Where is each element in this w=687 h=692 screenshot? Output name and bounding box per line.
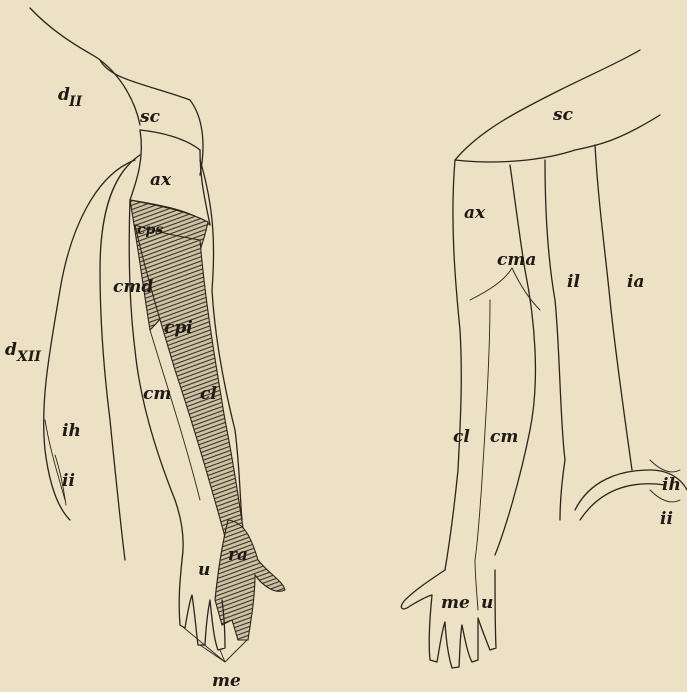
right-hand-outline [401, 570, 496, 668]
right-arm-front-outline [445, 160, 461, 570]
left-label-cpi: cpi [164, 318, 193, 338]
right-label-cl: cl [453, 427, 470, 447]
left-label-ra: ra [228, 545, 248, 565]
right-label-ia: ia [627, 272, 644, 292]
right-label-cm: cm [490, 427, 518, 447]
right-label-ih: ih [662, 475, 681, 495]
left-label-me: me [212, 671, 241, 691]
left-label-cl: cl [200, 384, 217, 404]
right-label-il: il [567, 272, 580, 292]
left-label-d12: d [5, 340, 17, 360]
right-label-u: u [481, 593, 493, 613]
left-label-u: u [198, 560, 210, 580]
left-shoulder-outline [30, 8, 140, 125]
left-label-ih: ih [62, 421, 81, 441]
right-label-sc: sc [552, 105, 574, 125]
left-label-sc: sc [139, 107, 161, 127]
right-label-cma: cma [497, 250, 536, 270]
left-label-cps: cps [137, 222, 163, 238]
left-flank-outer-outline [44, 160, 135, 520]
right-label-ax: ax [464, 203, 486, 223]
right-ia-outline [595, 145, 632, 470]
left-sc-border [140, 130, 200, 150]
left-label-d12-sub: XII [16, 349, 41, 365]
left-label-cmd: cmd [113, 277, 153, 297]
left-label-d2-sub: II [68, 94, 83, 110]
left-label-cm: cm [143, 384, 171, 404]
right-label-ii: ii [660, 509, 673, 529]
right-arm-figure [401, 50, 687, 668]
left-ra-region [215, 520, 285, 640]
right-ax-cma-border [470, 268, 540, 310]
right-il-outline [545, 160, 565, 520]
left-label-ax: ax [150, 170, 172, 190]
right-label-me: me [441, 593, 470, 613]
left-label-ii: ii [62, 471, 75, 491]
right-arm-back-outline [495, 165, 535, 555]
right-cl-cm-divider [475, 300, 490, 560]
right-me-u-divider [475, 560, 478, 610]
right-shoulder-outline [455, 50, 640, 160]
